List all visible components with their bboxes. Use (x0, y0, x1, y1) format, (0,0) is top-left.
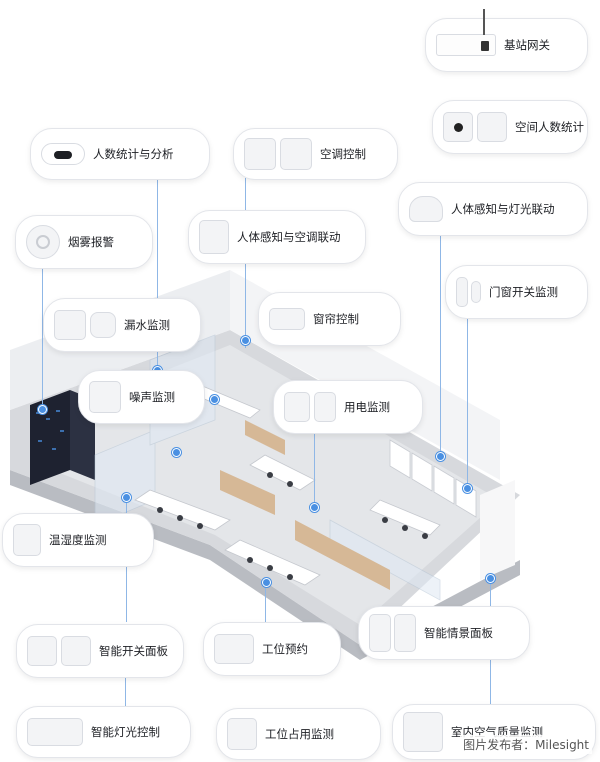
callout-label: 智能灯光控制 (91, 725, 160, 739)
smoke-detector-icon (26, 225, 60, 259)
callout-presence-ac: 人体感知与空调联动 (188, 210, 366, 264)
thermostat-icon (280, 138, 312, 170)
people-counter-icon (41, 143, 85, 165)
desk-clusters (134, 384, 441, 586)
connector-line (314, 430, 315, 505)
connector-line (265, 582, 266, 622)
scene-panel-icon (394, 614, 416, 652)
callout-people-counting: 人数统计与分析 (30, 128, 210, 180)
callout-curtain-control: 窗帘控制 (258, 292, 401, 346)
door-sensor-icon (471, 281, 481, 303)
curtain-controller-icon (269, 308, 305, 330)
sensor-dot (122, 493, 131, 502)
callout-smart-lighting: 智能灯光控制 (16, 706, 191, 758)
callout-temp-humidity: 温湿度监测 (2, 513, 154, 567)
space-sensor-icon (443, 112, 473, 142)
connector-line (157, 180, 158, 370)
connector-line (440, 225, 441, 455)
door-sensor-icon (456, 277, 468, 307)
windows (389, 439, 477, 518)
temp-humidity-sensor-icon (13, 524, 41, 556)
noise-sensor-icon (89, 381, 121, 413)
connector-line (467, 318, 468, 488)
callout-label: 温湿度监测 (49, 533, 107, 547)
lighting-controller-icon (27, 718, 83, 746)
leak-sensor-icon (90, 312, 116, 338)
callout-label: 烟雾报警 (68, 235, 114, 249)
watermark: 图片发布者：Milesight (460, 735, 592, 754)
callout-label: 空间人数统计 (515, 120, 584, 134)
connector-line (42, 268, 43, 408)
desk-booking-display-icon (214, 634, 254, 664)
callout-desk-occupancy: 工位占用监测 (216, 708, 381, 760)
callout-label: 人数统计与分析 (93, 147, 174, 161)
callout-desk-booking: 工位预约 (203, 622, 341, 676)
switch-panel-icon (27, 636, 57, 666)
callout-label: 工位占用监测 (265, 727, 334, 741)
smart-plug-icon (284, 392, 310, 422)
occupancy-sensor-icon (227, 718, 257, 750)
smart-plug-icon (314, 392, 336, 422)
sensor-dot (436, 452, 445, 461)
scene-panel-icon (369, 614, 391, 652)
callout-label: 基站网关 (504, 38, 550, 52)
sensor-dot (172, 448, 181, 457)
callout-noise-monitor: 噪声监测 (78, 370, 205, 424)
sensor-dot (241, 336, 250, 345)
callout-smart-switch: 智能开关面板 (16, 624, 184, 678)
callout-label: 噪声监测 (129, 390, 175, 404)
wall-right-tall (480, 480, 515, 580)
switch-panel-icon (61, 636, 91, 666)
space-sensor-icon (477, 112, 507, 142)
callout-label: 空调控制 (320, 147, 366, 161)
callout-space-people-count: 空间人数统计 (432, 100, 588, 154)
callout-label: 用电监测 (344, 400, 390, 414)
sensor-dot (486, 574, 495, 583)
callout-smoke-alarm: 烟雾报警 (15, 215, 153, 269)
sensor-dot (38, 405, 47, 414)
callout-power-monitor: 用电监测 (273, 380, 423, 434)
leak-probe-icon (54, 310, 86, 340)
callout-gateway: 基站网关 (425, 9, 588, 72)
callout-label: 智能情景面板 (424, 626, 493, 640)
gateway-device-icon (436, 9, 496, 56)
callout-door-window: 门窗开关监测 (445, 265, 588, 319)
sensor-dot (262, 578, 271, 587)
presence-sensor-icon (199, 220, 229, 254)
thermostat-icon (244, 138, 276, 170)
connector-line (125, 668, 126, 708)
sensor-dot (463, 484, 472, 493)
callout-label: 人体感知与空调联动 (237, 230, 341, 244)
ceiling-sensor-icon (409, 196, 443, 222)
callout-leak-monitor: 漏水监测 (43, 298, 201, 352)
callout-smart-scene: 智能情景面板 (358, 606, 530, 660)
callout-label: 工位预约 (262, 642, 308, 656)
callout-label: 门窗开关监测 (489, 285, 558, 299)
callout-presence-light: 人体感知与灯光联动 (398, 182, 588, 236)
sensor-dot (310, 503, 319, 512)
cabinets (220, 420, 390, 590)
callout-label: 智能开关面板 (99, 644, 168, 658)
callout-label: 漏水监测 (124, 318, 170, 332)
air-quality-monitor-icon (403, 712, 443, 752)
callout-label: 窗帘控制 (313, 312, 359, 326)
callout-ac-control: 空调控制 (233, 128, 398, 180)
sensor-dot (210, 395, 219, 404)
callout-label: 人体感知与灯光联动 (451, 202, 555, 216)
chairs (157, 472, 428, 580)
